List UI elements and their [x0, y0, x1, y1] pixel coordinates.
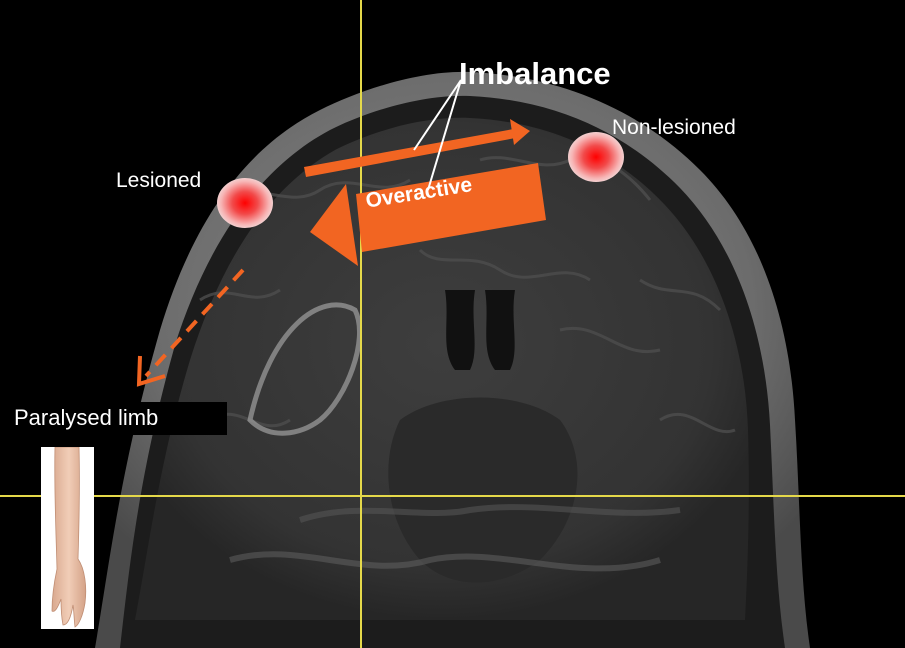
- forearm-hand-icon: [41, 447, 94, 629]
- paralysed-limb-label: Paralysed limb: [14, 405, 158, 431]
- limb-photo: [41, 447, 94, 629]
- lesioned-hemisphere-spot: [217, 178, 273, 228]
- non-lesioned-label: Non-lesioned: [612, 116, 736, 140]
- lesioned-label: Lesioned: [116, 169, 201, 193]
- imbalance-title: Imbalance: [459, 56, 611, 92]
- mri-scan-image: [95, 72, 810, 648]
